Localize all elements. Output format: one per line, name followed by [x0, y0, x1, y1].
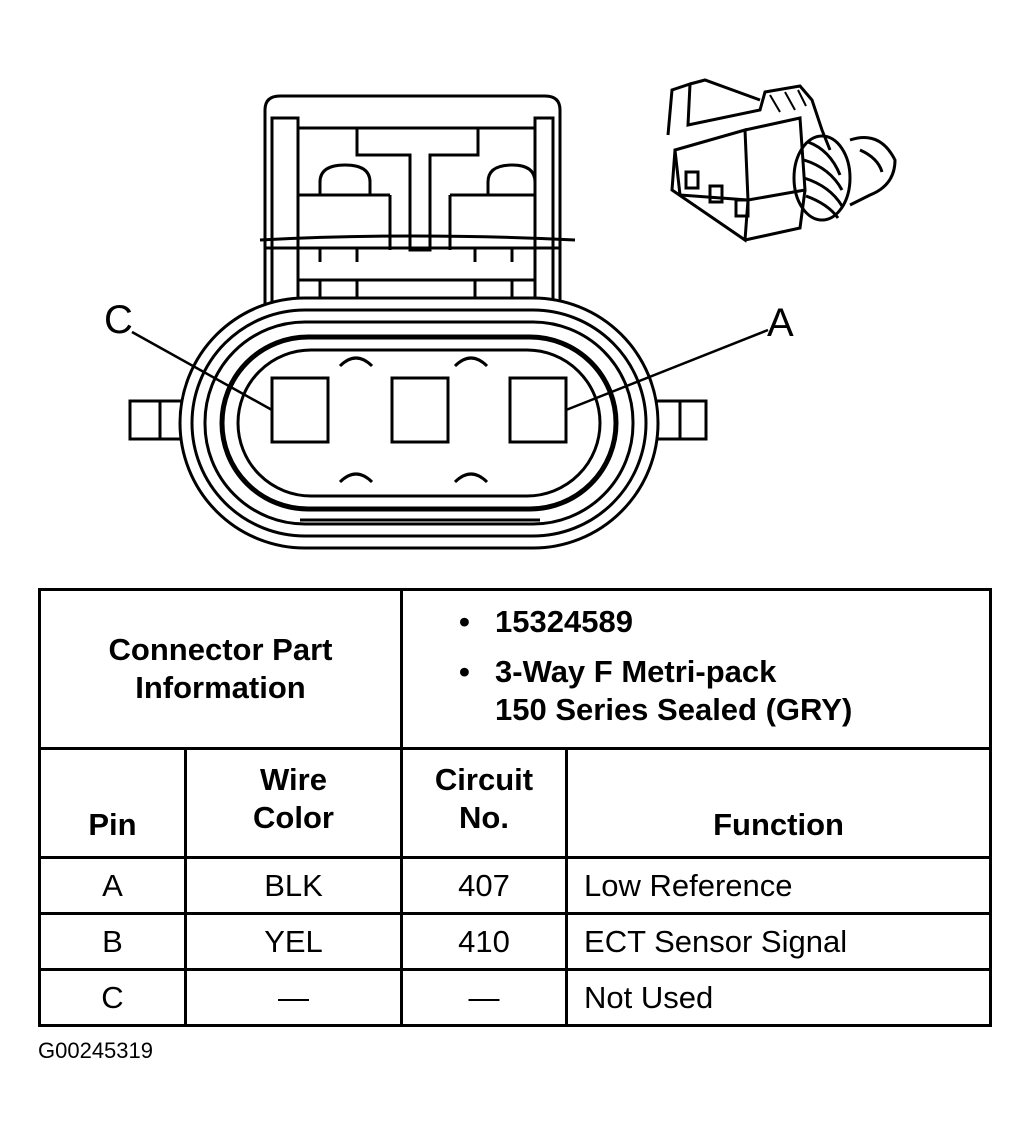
part-description-line2: 150 Series Sealed (GRY) — [495, 692, 853, 727]
connector-info-table: Connector Part Information • 15324589 • … — [37, 588, 993, 1027]
part-info-title-line1: Connector Part — [108, 632, 333, 667]
wire-color-cell: BLK — [183, 856, 404, 915]
header-wire-line2: Color — [253, 800, 334, 835]
function-cell: Low Reference — [565, 856, 993, 915]
part-number-item: • 15324589 — [453, 603, 979, 641]
part-info-row: Connector Part Information • 15324589 • … — [37, 588, 993, 750]
pin-label-a: A — [767, 301, 794, 345]
part-info-title-cell: Connector Part Information — [37, 588, 404, 750]
header-circuit-no: Circuit No. — [400, 747, 569, 859]
wire-color-cell: YEL — [183, 912, 404, 971]
connector-face-diagram — [128, 78, 897, 550]
part-info-list: • 15324589 • 3-Way F Metri-pack 150 Seri… — [453, 603, 979, 729]
header-wire-color: Wire Color — [183, 747, 404, 859]
connector-3d-illustration — [666, 78, 897, 243]
pin-cell: C — [38, 968, 187, 1027]
connector-oval-body — [178, 296, 660, 550]
circuit-cell: — — [400, 968, 569, 1027]
pin-cell: A — [38, 856, 187, 915]
header-row: Pin Wire Color Circuit No. Function — [38, 747, 993, 859]
figure-id: G00245319 — [38, 1038, 153, 1063]
leader-line-c — [131, 330, 273, 412]
header-function: Function — [565, 747, 993, 859]
bullet-icon: • — [459, 604, 470, 639]
bullet-icon: • — [459, 654, 470, 689]
part-info-details-cell: • 15324589 • 3-Way F Metri-pack 150 Seri… — [400, 588, 993, 750]
part-info-title-line2: Information — [135, 670, 306, 705]
part-description-item: • 3-Way F Metri-pack 150 Series Sealed (… — [453, 653, 979, 729]
header-circuit-line2: No. — [459, 800, 509, 835]
wire-color-cell: — — [183, 968, 404, 1027]
table-row: B YEL 410 ECT Sensor Signal — [38, 912, 993, 971]
function-cell: Not Used — [565, 968, 993, 1027]
leader-line-a — [565, 328, 769, 412]
circuit-cell: 407 — [400, 856, 569, 915]
table-row: C — — Not Used — [38, 968, 993, 1027]
header-pin: Pin — [38, 747, 187, 859]
circuit-cell: 410 — [400, 912, 569, 971]
table-row: A BLK 407 Low Reference — [38, 856, 993, 915]
header-wire-line1: Wire — [260, 762, 327, 797]
part-number: 15324589 — [495, 604, 633, 639]
header-circuit-line1: Circuit — [434, 762, 534, 797]
function-cell: ECT Sensor Signal — [565, 912, 993, 971]
part-description-line1: 3-Way F Metri-pack — [495, 654, 777, 689]
pin-label-c: C — [104, 298, 133, 342]
connector-latch-housing — [259, 94, 576, 330]
cavity-b — [390, 376, 450, 444]
pin-cell: B — [38, 912, 187, 971]
